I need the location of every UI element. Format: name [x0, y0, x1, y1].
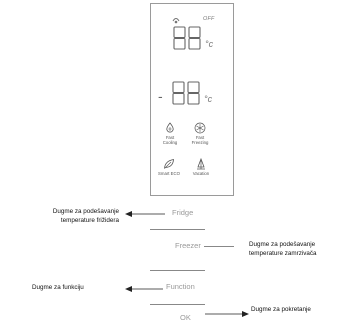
freezer-line	[204, 246, 234, 247]
fast-cooling-label-1: Fast	[165, 135, 175, 140]
fridge-arrow	[125, 211, 165, 217]
feature-vacation: Vacation	[186, 158, 216, 176]
annotation-freezer-line-1: Dugme za podešavanje	[249, 241, 316, 248]
fast-cooling-label-2: Cooling	[162, 140, 178, 145]
function-button[interactable]: Function	[166, 282, 195, 291]
function-arrow	[125, 286, 163, 292]
indicator-icon	[172, 18, 180, 24]
feature-fast-cooling: Fast Cooling	[155, 122, 185, 145]
annotation-ok: Dugme za pokretanje	[251, 306, 311, 313]
smart-eco-label: Smart ECO	[158, 171, 180, 176]
feature-smart-eco: Smart ECO	[154, 158, 184, 176]
snowflake-drop-icon	[166, 122, 174, 133]
annotation-fridge-line-2: temperature frižidera	[60, 216, 119, 224]
freezer-button[interactable]: Freezer	[175, 241, 201, 250]
separator-3	[150, 304, 205, 305]
separator-2	[150, 270, 205, 271]
separator-1	[150, 229, 205, 230]
ok-arrow	[205, 311, 249, 317]
off-indicator: OFF	[203, 16, 215, 22]
freezer-minus-sign: -	[158, 88, 163, 104]
annotation-freezer: Dugme za podešavanje temperature zamrziv…	[249, 241, 344, 258]
fridge-temperature-digits	[173, 26, 203, 50]
leaf-icon	[164, 159, 174, 169]
freezer-temperature-digits	[172, 81, 202, 105]
vacation-icon	[197, 158, 205, 170]
annotation-fridge-line-1: Dugme za podešavanje	[52, 208, 119, 215]
feature-fast-freezing: Fast Freezing	[185, 122, 215, 145]
freezer-unit: °c	[204, 94, 213, 104]
annotation-fridge: Dugme za podešavanje temperature frižide…	[2, 208, 119, 225]
fridge-unit: °c	[205, 39, 214, 49]
snowflake-icon	[194, 122, 206, 134]
vacation-label: Vacation	[192, 171, 210, 176]
fast-freezing-label-2: Freezing	[191, 140, 209, 145]
fast-freezing-label-1: Fast	[195, 135, 205, 140]
annotation-freezer-line-2: temperature zamrzivača	[249, 249, 317, 257]
display-panel	[150, 3, 234, 196]
annotation-function: Dugme za funkciju	[32, 284, 84, 291]
fridge-button[interactable]: Fridge	[172, 208, 194, 217]
ok-button[interactable]: OK	[180, 313, 191, 322]
